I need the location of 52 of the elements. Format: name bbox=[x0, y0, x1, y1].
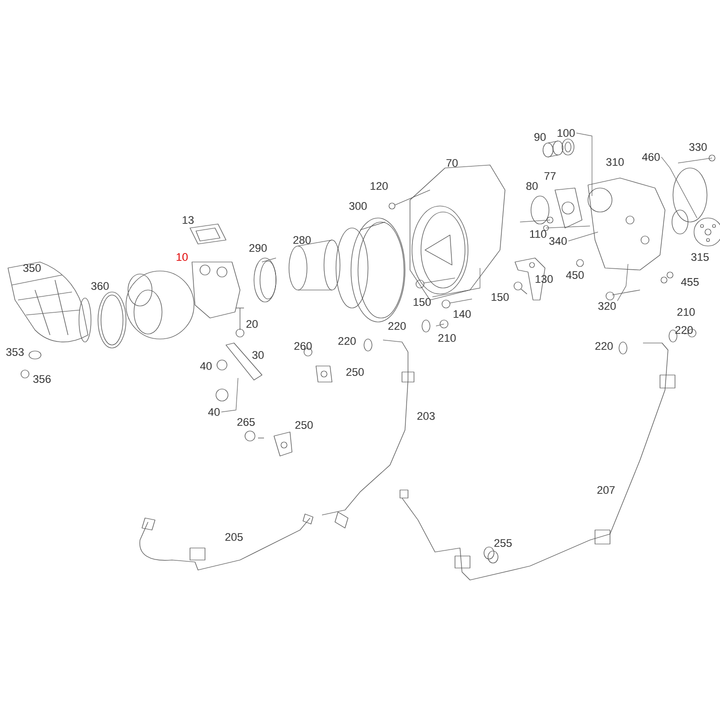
callout-number: 320 bbox=[598, 302, 616, 310]
callout-number: 90 bbox=[534, 133, 546, 141]
callout-number: 265 bbox=[237, 418, 255, 426]
callout-number: 220 bbox=[338, 337, 356, 345]
callout-number: 450 bbox=[566, 271, 584, 279]
callout-number: 310 bbox=[606, 158, 624, 166]
callout-number: 356 bbox=[33, 375, 51, 383]
callout-number: 220 bbox=[388, 322, 406, 330]
callout-number: 150 bbox=[492, 293, 509, 301]
leader-line bbox=[432, 268, 480, 298]
callout-number: 203 bbox=[417, 412, 435, 420]
callout-number: 330 bbox=[689, 143, 707, 151]
leader-line bbox=[568, 232, 598, 242]
callout-number: 140 bbox=[454, 310, 471, 318]
callout-number: 300 bbox=[349, 202, 367, 210]
callout-number: 290 bbox=[249, 244, 267, 252]
callout-number: 77 bbox=[544, 172, 556, 180]
callout-number: 100 bbox=[558, 129, 575, 137]
callout-number: 40 bbox=[208, 408, 220, 416]
callout-number: 207 bbox=[597, 486, 615, 494]
callout-number: 150 bbox=[414, 298, 431, 306]
callout-number: 455 bbox=[681, 278, 699, 286]
callout-number: 220 bbox=[675, 326, 693, 334]
callout-number: 360 bbox=[91, 282, 109, 290]
callout-number: 13 bbox=[182, 216, 194, 224]
callout-number: 210 bbox=[438, 334, 456, 342]
callout-number: 20 bbox=[246, 320, 258, 328]
callout-number: 350 bbox=[23, 264, 41, 272]
callout-number: 315 bbox=[691, 253, 709, 261]
leader-line bbox=[617, 264, 628, 302]
callout-number: 110 bbox=[530, 230, 546, 238]
leader-line bbox=[221, 378, 238, 412]
callout-number: 40 bbox=[200, 362, 212, 370]
callout-number: 250 bbox=[346, 368, 364, 376]
callout-number: 130 bbox=[536, 275, 553, 283]
callout-number: 280 bbox=[293, 236, 311, 244]
callout-number: 205 bbox=[225, 533, 243, 541]
callout-number: 260 bbox=[294, 342, 312, 350]
leader-line bbox=[661, 156, 698, 218]
callout-number: 30 bbox=[252, 351, 264, 359]
callout-number: 10 bbox=[176, 253, 188, 261]
callout-number: 340 bbox=[549, 237, 567, 245]
callout-number: 210 bbox=[677, 308, 695, 316]
leader-line bbox=[576, 132, 592, 196]
callout-number: 255 bbox=[494, 539, 512, 547]
callout-number: 353 bbox=[6, 348, 24, 356]
callout-number: 220 bbox=[595, 342, 613, 350]
callout-number: 70 bbox=[446, 159, 458, 167]
callout-number: 80 bbox=[526, 182, 538, 190]
callout-number: 120 bbox=[370, 182, 388, 190]
callout-number: 250 bbox=[295, 421, 313, 429]
callout-number: 460 bbox=[642, 153, 660, 161]
